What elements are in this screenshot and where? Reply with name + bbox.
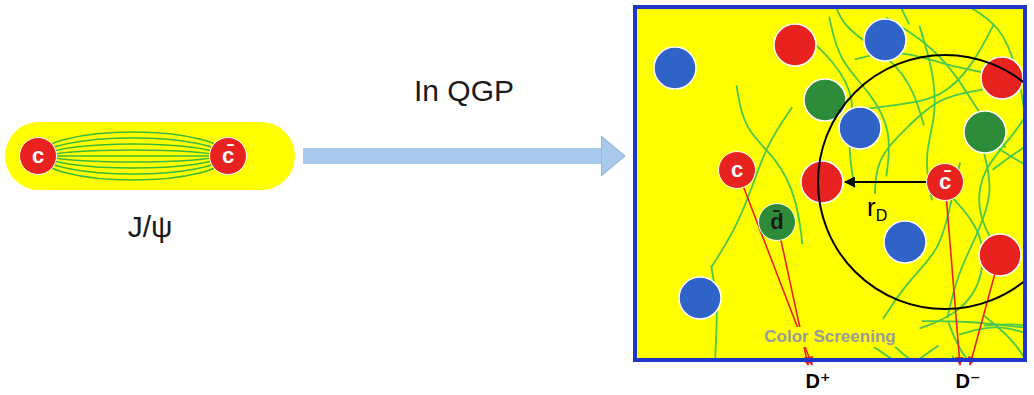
- meson-body: [5, 122, 295, 190]
- quark-circle: c: [19, 137, 57, 175]
- quark-circle: c̄: [926, 163, 964, 201]
- gluon-line: [959, 327, 1025, 336]
- gluon-line: [712, 107, 793, 267]
- gluon-line: [893, 7, 931, 24]
- meson-label: D⁻: [956, 370, 981, 392]
- radius-label: rD: [865, 194, 889, 224]
- region-caption: Color Screening: [761, 327, 898, 347]
- quark-symbol: c̄: [939, 171, 951, 193]
- plasma-box: Color Screening c d̄ rD c̄: [633, 5, 1027, 362]
- quark-symbol: d̄: [770, 211, 783, 233]
- meson-label: D⁺: [806, 370, 831, 392]
- transition-arrow: [303, 148, 601, 164]
- meson-capsule: J/ψcc̄: [5, 122, 295, 190]
- meson-name: J/ψ: [128, 210, 173, 244]
- decay-lines: [737, 170, 1000, 365]
- arrow-label: In QGP: [414, 74, 514, 108]
- quarks: [654, 19, 1023, 319]
- quark-symbol: c̄: [222, 145, 234, 167]
- quark-circle: c: [718, 151, 756, 189]
- gluon-line: [872, 345, 1025, 360]
- gluon-lines: [635, 7, 1025, 360]
- quark-symbol: c: [32, 145, 44, 167]
- gluon-line: [963, 7, 1025, 157]
- quark-symbol: c: [731, 159, 743, 181]
- field-lines: [39, 132, 227, 180]
- gluon-line: [885, 337, 1003, 360]
- plasma-ground: [633, 5, 1027, 362]
- gluon-line: [711, 265, 745, 360]
- gluon-line: [883, 162, 960, 319]
- quark-circle: d̄: [758, 203, 796, 241]
- screening-circle: rD c̄: [817, 54, 1027, 310]
- gluon-line: [983, 315, 1025, 360]
- quark-circle: c̄: [209, 137, 247, 175]
- gluon-line: [875, 90, 983, 206]
- radius-arrow: [845, 181, 926, 183]
